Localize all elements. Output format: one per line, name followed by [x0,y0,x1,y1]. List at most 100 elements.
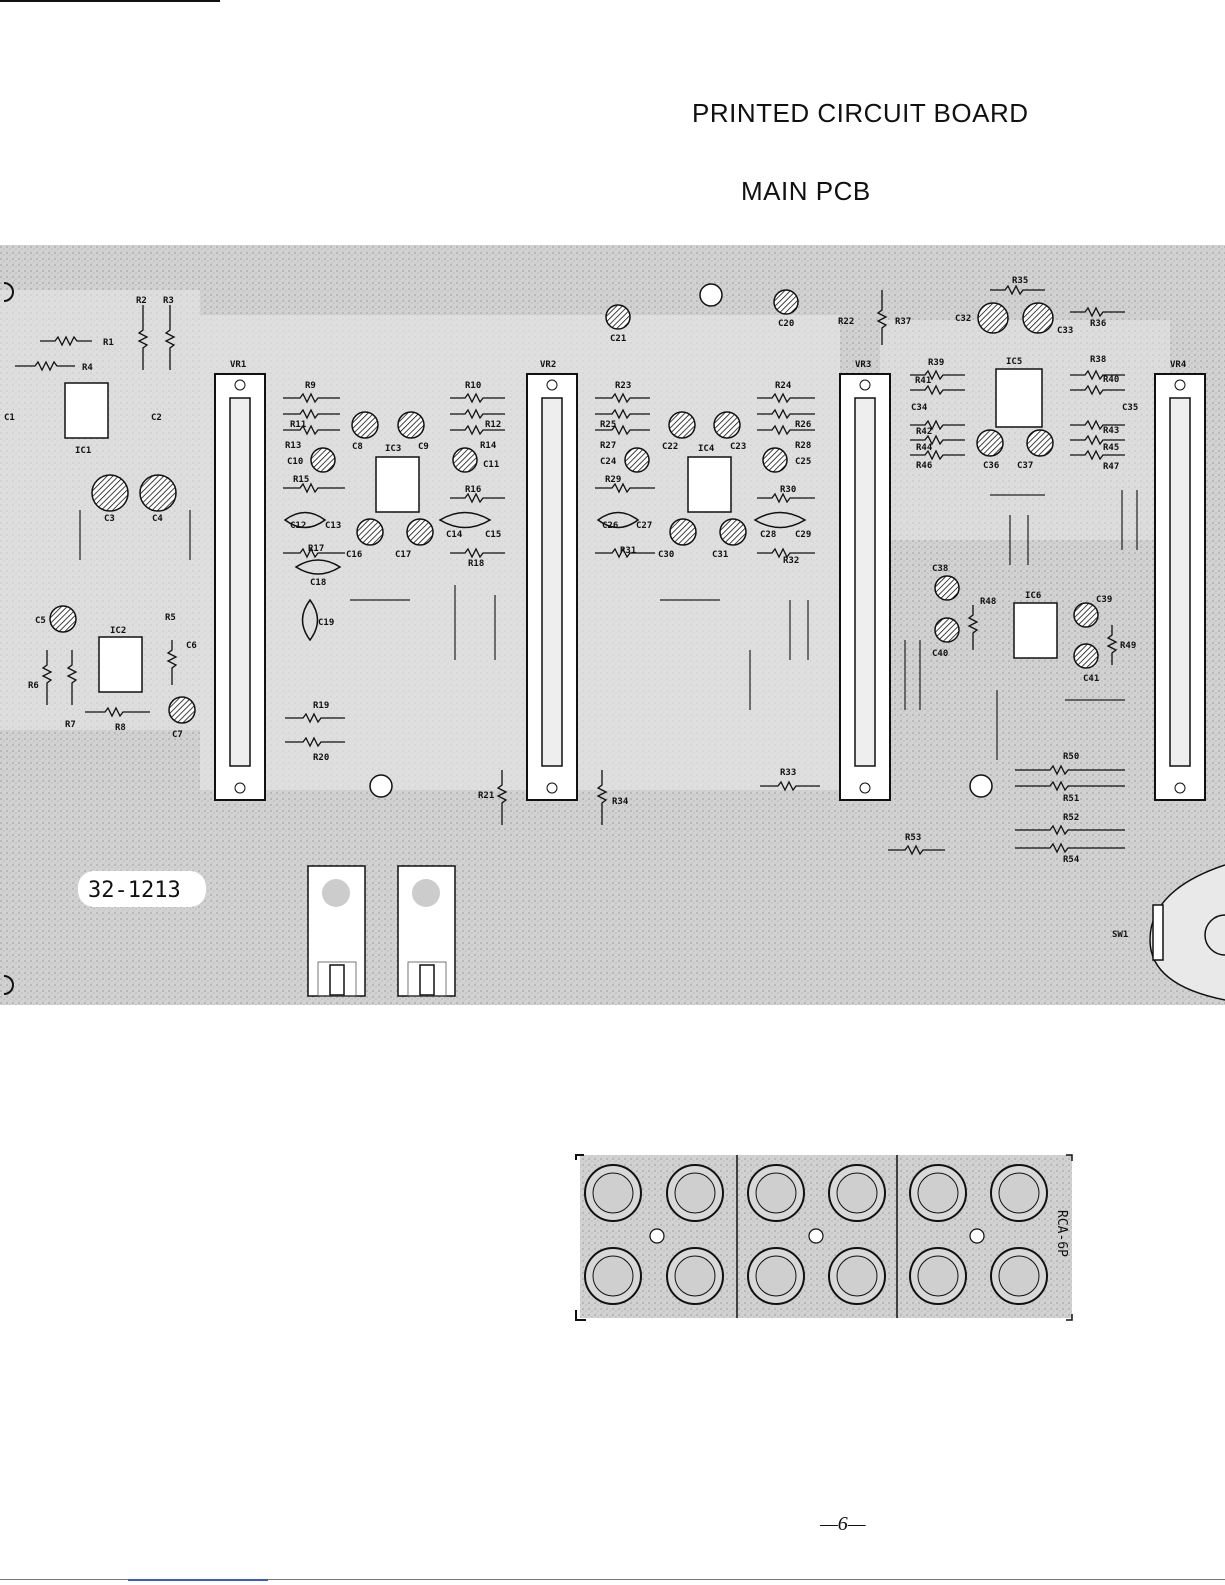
label-r41: R41 [915,376,931,386]
ic6: IC6 [1013,591,1058,659]
label-r26: R26 [795,420,811,430]
label-c19: C19 [318,618,334,628]
label-c1: C1 [4,413,15,423]
bottom-link-bar [128,1579,268,1581]
label-c35: C35 [1122,403,1138,413]
label-c4: C4 [152,514,163,524]
slider-vr3: VR3 [839,360,891,801]
ic1: IC1 [64,382,109,456]
label-c27: C27 [636,521,652,531]
slider-vr2: VR2 [526,360,578,801]
label-r9: R9 [305,381,316,391]
trace-lines [79,490,1138,760]
label-c8: C8 [352,442,363,452]
page-number: —6— [820,1513,866,1535]
label-c18: C18 [310,578,326,588]
label-c17: C17 [395,550,411,560]
label-r33: R33 [780,768,796,778]
regulator-left [307,865,366,997]
label-r3: R3 [163,296,174,306]
label-r44: R44 [916,443,933,453]
page-subtitle: MAIN PCB [741,176,871,206]
switch-sw1: SW1 [1112,864,1225,1001]
label-c28: C28 [760,530,776,540]
label-c16: C16 [346,550,362,560]
slider-vr1: VR1 [214,360,266,801]
label-r51: R51 [1063,794,1079,804]
label-r12: R12 [485,420,501,430]
label-c11: C11 [483,460,499,470]
part-number: 32-1213 [88,878,181,903]
label-r7: R7 [65,720,76,730]
label-r8: R8 [115,723,126,733]
ic3: IC3 [375,444,420,513]
label-ic3: IC3 [385,444,401,454]
label-r22: R22 [838,317,854,327]
label-c25: C25 [795,457,811,467]
label-sw1: SW1 [1112,930,1128,940]
label-c40: C40 [932,649,948,659]
label-r24: R24 [775,381,792,391]
label-c24: C24 [600,457,617,467]
label-r29: R29 [605,475,621,485]
label-c31: C31 [712,550,728,560]
ic2: IC2 [98,626,143,693]
label-r11: R11 [290,420,306,430]
label-c10: C10 [287,457,303,467]
label-r47: R47 [1103,462,1119,472]
label-c37: C37 [1017,461,1033,471]
label-r27: R27 [600,441,616,451]
label-c12: C12 [290,521,306,531]
ic4: IC4 [687,444,732,513]
label-r25: R25 [600,420,616,430]
label-c20: C20 [778,319,794,329]
label-c32: C32 [955,314,971,324]
bottom-rule [0,1579,1225,1580]
label-c30: C30 [658,550,674,560]
label-r32: R32 [783,556,799,566]
label-c6: C6 [186,641,197,651]
label-c15: C15 [485,530,501,540]
label-c23: C23 [730,442,746,452]
label-r39: R39 [928,358,944,368]
resistor-group [15,284,1125,856]
label-r31: R31 [620,546,636,556]
label-r49: R49 [1120,641,1136,651]
label-c22: C22 [662,442,678,452]
label-r38: R38 [1090,355,1106,365]
rca-connector-board: RCA-6P [575,1154,1073,1321]
connector-label: RCA-6P [1054,1210,1069,1257]
label-r28: R28 [795,441,811,451]
label-c13: C13 [325,521,341,531]
label-r40: R40 [1103,375,1119,385]
label-r20: R20 [313,753,329,763]
label-r6: R6 [28,681,39,691]
label-r43: R43 [1103,426,1119,436]
label-r5: R5 [165,613,176,623]
label-c5: C5 [35,616,46,626]
part-number-badge: 32-1213 [78,871,206,907]
label-r34: R34 [612,797,629,807]
label-ic5: IC5 [1006,357,1022,367]
label-r17: R17 [308,544,324,554]
label-c3: C3 [104,514,115,524]
label-r13: R13 [285,441,301,451]
label-r23: R23 [615,381,631,391]
label-c26: C26 [602,521,618,531]
label-vr4: VR4 [1170,360,1187,370]
label-r2: R2 [136,296,147,306]
resistor-labels: R1 R2 R3 R4 R5 R6 R7 R8 R9 R10 R11 R12 R… [28,276,1136,865]
label-r37: R37 [895,317,911,327]
label-c9: C9 [418,442,429,452]
label-r18: R18 [468,559,484,569]
label-r4: R4 [82,363,93,373]
rca-jack [584,1164,1048,1305]
slider-vr4: VR4 [1154,360,1206,801]
page-title: PRINTED CIRCUIT BOARD [692,98,1029,128]
label-r10: R10 [465,381,481,391]
label-c29: C29 [795,530,811,540]
label-ic4: IC4 [698,444,715,454]
label-c39: C39 [1096,595,1112,605]
label-r16: R16 [465,485,481,495]
